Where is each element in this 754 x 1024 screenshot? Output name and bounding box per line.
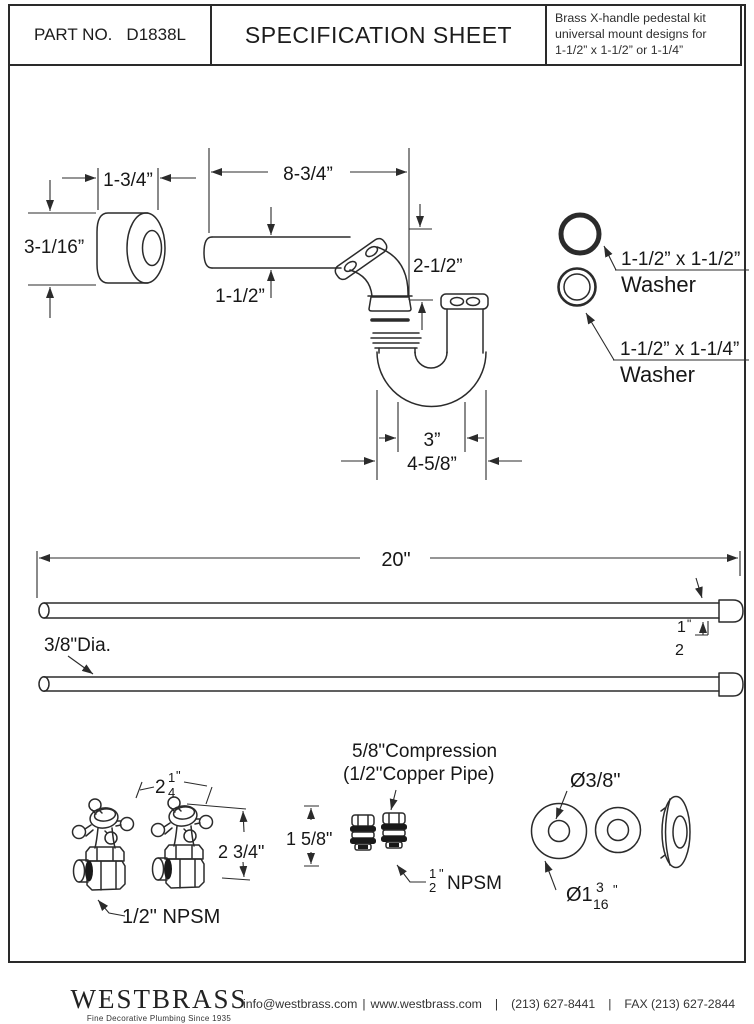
- riser-length-text: 20": [381, 549, 410, 571]
- tube-diameter-text: 1-1/2”: [215, 286, 265, 307]
- compression-line1-text: 5/8"Compression: [352, 741, 497, 762]
- description-line-2: universal mount designs for: [555, 26, 707, 41]
- washer-1-drawing: 1-1/2” x 1-1/2” Washer: [558, 212, 749, 297]
- washer-2-drawing: 1-1/2” x 1-1/4” Washer: [557, 267, 749, 387]
- wall-tube-drawing: [203, 236, 413, 322]
- valve-span-dimension: 2 1 " 4: [135, 768, 213, 805]
- compression-npsm-label: 1 2 " NPSM: [396, 864, 502, 895]
- sheet-title-cell: SPECIFICATION SHEET: [212, 6, 547, 64]
- nut-height-text: 1 5/8": [286, 829, 332, 849]
- washer-outer-dia-label: Ø1 3 16 ": [544, 860, 618, 912]
- part-no-value: D1838L: [126, 25, 186, 44]
- elbow-drop-text: 2-1/2”: [413, 256, 463, 277]
- valve-height-text: 2 3/4": [218, 842, 264, 862]
- riser-tip-dimension: 1 " 2: [675, 617, 709, 659]
- description-line-1: Brass X-handle pedestal kit: [555, 11, 706, 25]
- brand-tagline: Fine Decorative Plumbing Since 1935: [86, 1014, 232, 1023]
- contact-separator: |: [362, 997, 366, 1011]
- washer-outer-numerator: 3: [596, 879, 604, 895]
- valve-npsm-text: 1/2" NPSM: [122, 906, 220, 928]
- compression-label: 5/8"Compression (1/2"Copper Pipe): [343, 741, 497, 811]
- trap-span-dimensions: 3” 4-5/8”: [341, 390, 522, 480]
- flange-width-text: 1-3/4”: [103, 170, 153, 191]
- contact-separator: |: [494, 997, 499, 1011]
- contact-fax: FAX (213) 627-2844: [624, 997, 736, 1011]
- contact-line: info@westbrass.com | www.westbrass.com | (21…: [243, 997, 735, 1011]
- riser-dia-text: 3/8"Dia.: [44, 635, 111, 656]
- product-description-cell: Brass X-handle pedestal kit universal mo…: [547, 6, 740, 64]
- arm-length-dimension: 8-3/4”: [208, 148, 410, 300]
- compression-nut-drawing-2: [380, 812, 408, 849]
- washer-outer-unit: ": [613, 882, 618, 897]
- wall-flange-drawing: [96, 212, 166, 284]
- washer-outer-prefix: Ø1: [566, 884, 593, 906]
- washer-hole-dia-label: Ø3/8": [555, 770, 620, 820]
- riser-length-dimension: 20": [36, 549, 741, 599]
- washer-1-word-text: Washer: [621, 272, 696, 297]
- valve-height-dimension: 2 3/4": [186, 803, 264, 881]
- flange-height-text: 3-1/16”: [24, 237, 84, 258]
- comp-npsm-word: NPSM: [447, 873, 502, 894]
- comp-npsm-denominator: 2: [429, 880, 436, 895]
- trap-outer-span-text: 4-5/8”: [407, 454, 457, 475]
- brand-name: WESTBRASS: [70, 984, 248, 1014]
- contact-phone: (213) 627-8441: [511, 997, 596, 1011]
- riser-tip-denominator: 2: [675, 642, 684, 659]
- washer-hole-dia-text: Ø3/8": [570, 770, 620, 792]
- riser-tip-numerator: 1: [677, 619, 686, 636]
- valve-drawing: [71, 798, 135, 891]
- flange-width-dimension: 1-3/4”: [62, 168, 196, 210]
- compression-nut-drawing: [350, 814, 376, 851]
- tube-diameter-dimension: 1-1/2”: [215, 207, 275, 307]
- riser-tube-top-drawing: [38, 599, 744, 623]
- compression-line2-text: (1/2"Copper Pipe): [343, 764, 494, 785]
- valve-span-unit: ": [176, 768, 181, 783]
- part-number-cell: PART NO. D1838L: [10, 6, 212, 64]
- description-line-3: 1-1/2” x 1-1/2” or 1-1/4”: [555, 42, 684, 57]
- elbow-drop-dimension: 2-1/2”: [409, 204, 463, 330]
- valve-span-denominator: 4: [168, 785, 175, 800]
- trap-center-span-text: 3”: [424, 430, 441, 451]
- valve-npsm-label: 1/2" NPSM: [97, 899, 220, 928]
- small-washers-drawing: [530, 795, 691, 869]
- contact-website: www.westbrass.com: [370, 997, 482, 1011]
- page-title: SPECIFICATION SHEET: [244, 21, 513, 48]
- washer-2-size-text: 1-1/2” x 1-1/4”: [620, 339, 739, 360]
- nut-height-dimension: 1 5/8": [286, 805, 332, 867]
- washer-outer-denominator: 16: [593, 896, 609, 912]
- valve-drawing-2: [150, 796, 214, 889]
- riser-tube-bottom-drawing: [38, 672, 744, 697]
- contact-separator: |: [608, 997, 612, 1011]
- brand-logo: WESTBRASS Fine Decorative Plumbing Since…: [8, 984, 310, 1023]
- washer-1-size-text: 1-1/2” x 1-1/2”: [621, 249, 740, 270]
- comp-npsm-unit: ": [439, 866, 444, 881]
- riser-tip-unit: ": [687, 617, 691, 631]
- p-trap-drawing: [370, 293, 489, 408]
- valve-span-numerator: 1: [168, 770, 175, 785]
- part-no-label: PART NO.: [34, 25, 113, 44]
- contact-email: info@westbrass.com: [243, 997, 358, 1011]
- valve-span-whole: 2: [155, 777, 166, 798]
- arm-length-text: 8-3/4”: [283, 164, 333, 185]
- flange-height-dimension: 3-1/16”: [24, 180, 96, 318]
- comp-npsm-numerator: 1: [429, 866, 436, 881]
- riser-dia-label: 3/8"Dia.: [44, 635, 111, 675]
- washer-2-word-text: Washer: [620, 362, 695, 387]
- title-block: PART NO. D1838L SPECIFICATION SHEET Bras…: [8, 4, 742, 66]
